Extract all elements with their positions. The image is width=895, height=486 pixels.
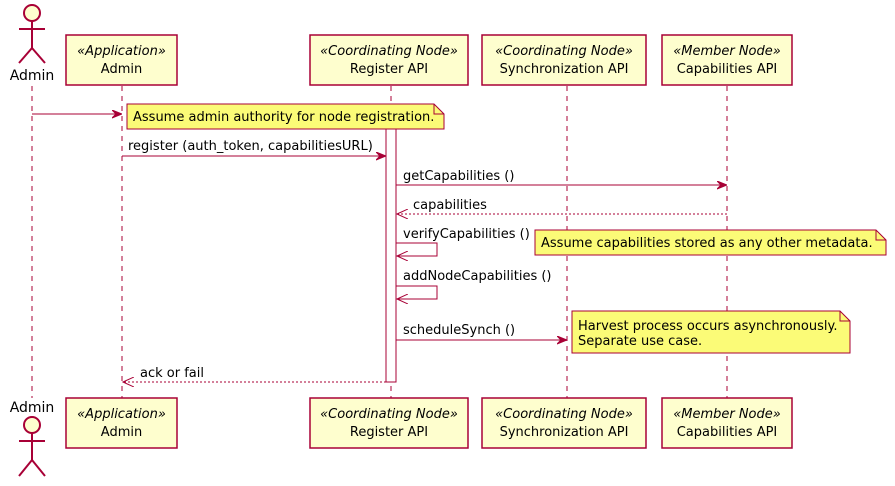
note-text: Assume capabilities stored as any other … [541,236,873,251]
message-label: capabilities [413,198,487,213]
participant-stereotype: «Coordinating Node» [495,407,633,422]
message-arrow [396,285,438,299]
participant-box [481,34,647,86]
participant-box [65,34,178,86]
message-label: register (auth_token, capabilitiesURL) [128,139,373,154]
participant-name: Register API [350,425,428,440]
participant-box [309,397,469,449]
note-admin-authority: Assume admin authority for node registra… [126,103,445,130]
note-capabilities-metadata: Assume capabilities stored as any other … [534,229,887,256]
message-label: addNodeCapabilities () [403,269,552,284]
participant-name: Capabilities API [677,62,778,77]
message-verify-capabilities: verifyCapabilities () [396,227,530,256]
message-add-node-capabilities: addNodeCapabilities () [396,269,552,299]
participant-box [65,397,178,449]
note-text: Harvest process occurs asynchronously. [578,319,837,334]
actor-head-icon [23,416,41,434]
message-arrow [396,242,438,256]
message-label: verifyCapabilities () [403,227,530,242]
message-schedule-synch: scheduleSynch () [396,323,566,340]
participant-register-api-bottom: «Coordinating Node» Register API [309,397,469,449]
participant-name: Admin [101,62,142,77]
participant-stereotype: «Application» [77,44,166,59]
note-text: Assume admin authority for node registra… [133,110,434,125]
participant-synchronization-api-bottom: «Coordinating Node» Synchronization API [481,397,647,449]
participant-stereotype: «Coordinating Node» [320,44,458,59]
actor-admin-top: Admin [10,4,55,84]
participant-register-api-top: «Coordinating Node» Register API [309,34,469,86]
actor-label: Admin [10,400,55,416]
actor-admin-bottom: Admin [10,400,55,477]
participant-stereotype: «Member Node» [673,44,781,59]
message-label: scheduleSynch () [403,323,515,338]
participant-stereotype: «Application» [77,407,166,422]
activation-register-api [385,125,397,383]
note-text: Separate use case. [578,334,702,349]
note-box [126,103,445,130]
participant-capabilities-api-bottom: «Member Node» Capabilities API [661,397,793,449]
participant-admin-application-bottom: «Application» Admin [65,397,178,449]
participant-name: Register API [350,62,428,77]
message-capabilities-return: capabilities [397,198,727,214]
message-get-capabilities: getCapabilities () [396,169,726,185]
participant-box [661,34,793,86]
message-ack-or-fail: ack or fail [123,366,386,382]
actor-label: Admin [10,68,55,84]
participant-stereotype: «Member Node» [673,407,781,422]
participant-name: Synchronization API [500,425,629,440]
participant-name: Synchronization API [500,62,629,77]
participant-admin-application-top: «Application» Admin [65,34,178,86]
participant-stereotype: «Coordinating Node» [320,407,458,422]
actor-head-icon [23,4,41,22]
participant-capabilities-api-top: «Member Node» Capabilities API [661,34,793,86]
message-register: register (auth_token, capabilitiesURL) [122,139,385,156]
note-box [534,229,887,256]
participant-box [661,397,793,449]
participant-synchronization-api-top: «Coordinating Node» Synchronization API [481,34,647,86]
participant-stereotype: «Coordinating Node» [495,44,633,59]
note-box [571,310,851,354]
message-label: ack or fail [140,366,204,381]
participant-name: Admin [101,425,142,440]
message-label: getCapabilities () [403,169,514,184]
note-harvest-process: Harvest process occurs asynchronously. S… [571,310,851,354]
participant-box [309,34,469,86]
participant-box [481,397,647,449]
participant-name: Capabilities API [677,425,778,440]
